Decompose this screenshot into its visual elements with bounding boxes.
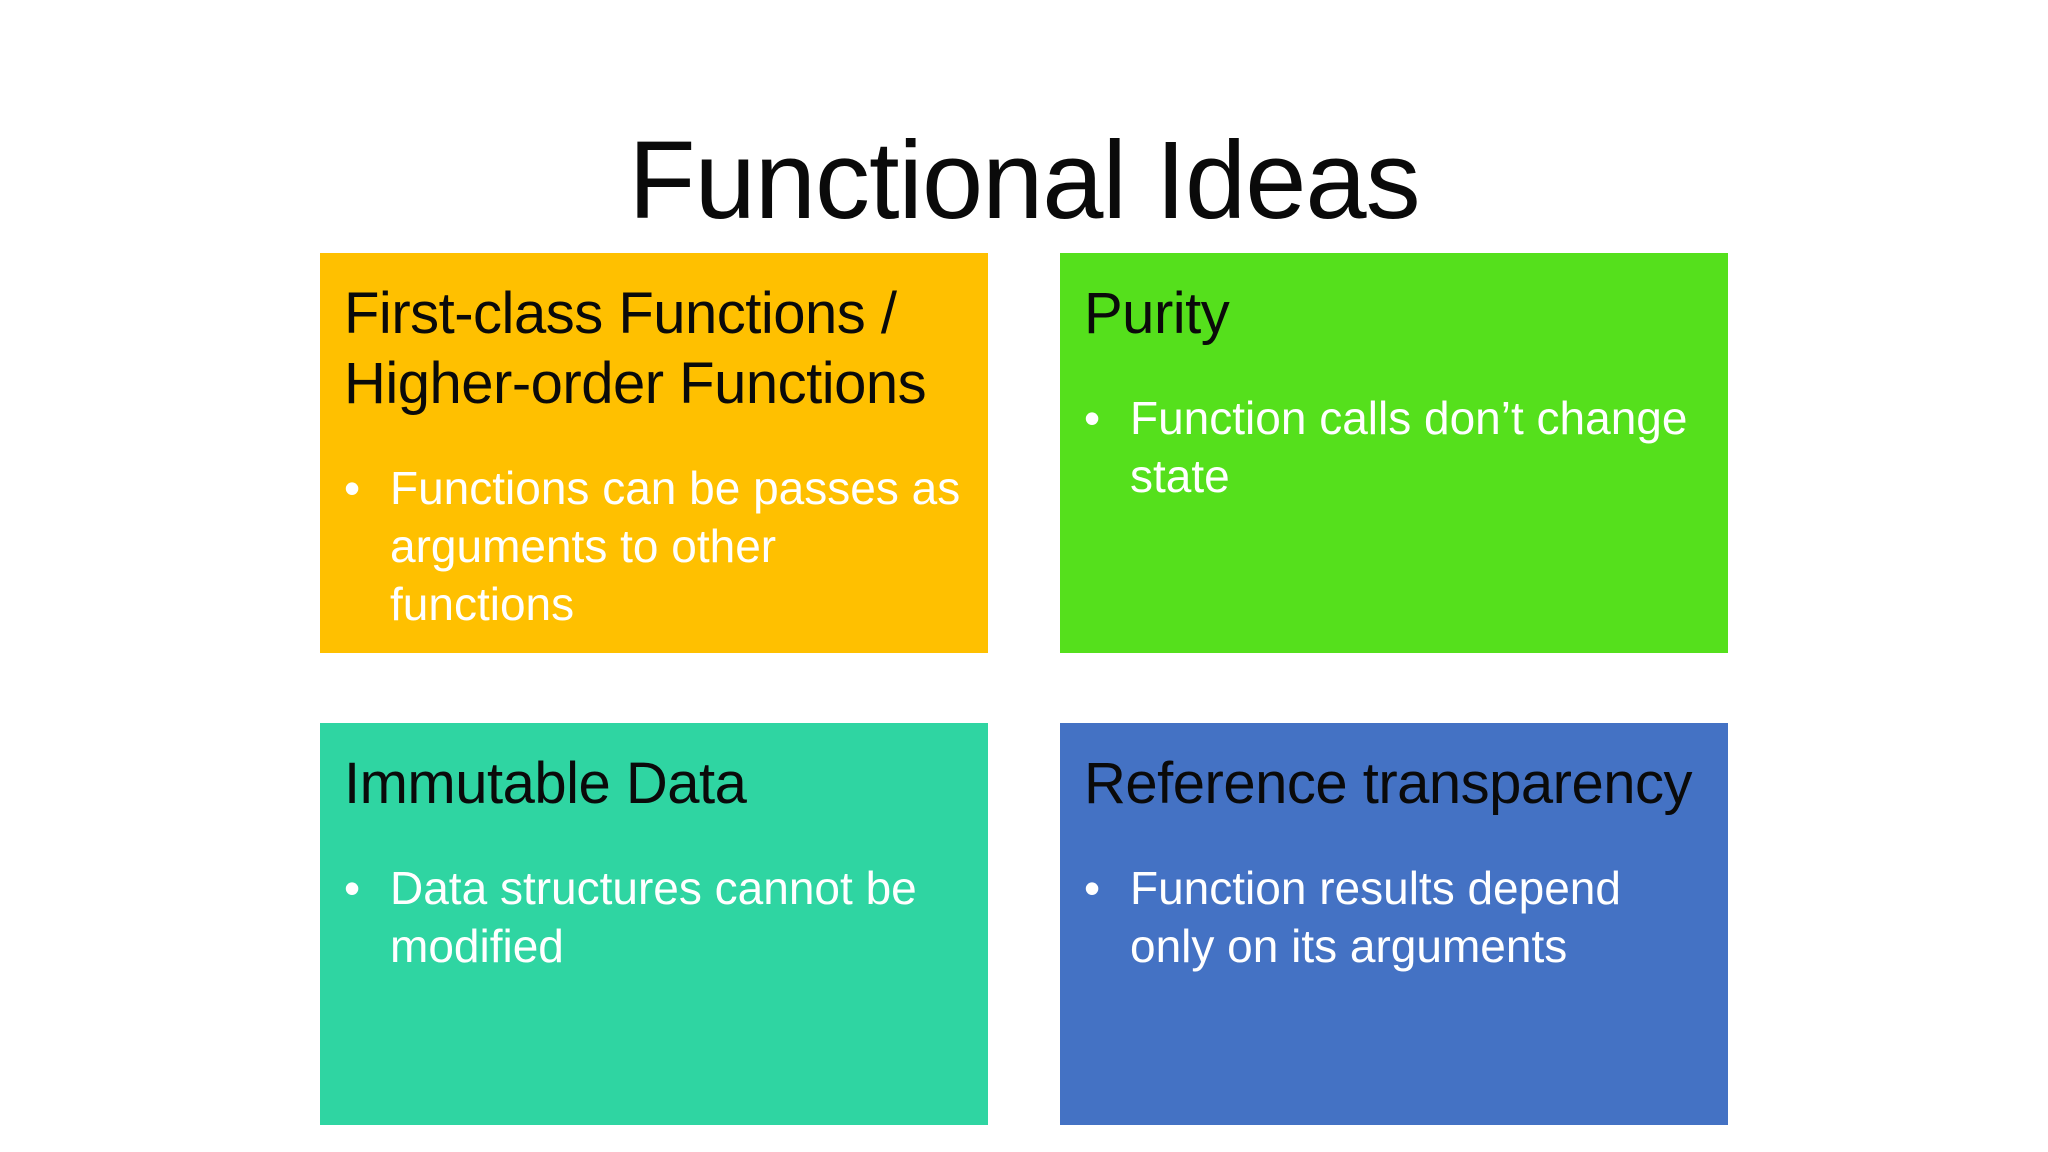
bullet-item: • Function results depend only on its ar… xyxy=(1084,859,1704,975)
card-title: Immutable Data xyxy=(344,751,747,816)
bullet-dot-icon: • xyxy=(1084,392,1101,444)
card-title: Reference transparency xyxy=(1084,751,1693,816)
card-first-class-higher-order-functions: First-class Functions / Higher-order Fun… xyxy=(320,253,988,653)
bullet-item: • Functions can be passes as arguments t… xyxy=(344,459,964,633)
bullet-dot-icon: • xyxy=(1084,862,1101,914)
bullet-dot-icon: • xyxy=(344,462,361,514)
card-immutable-data: Immutable Data • Data structures cannot … xyxy=(320,723,988,1125)
bullet-text: Function results depend only on its argu… xyxy=(1130,862,1621,972)
card-reference-transparency: Reference transparency • Function result… xyxy=(1060,723,1728,1125)
bullet-text: Functions can be passes as arguments to … xyxy=(390,462,961,630)
card-title: First-class Functions / Higher-order Fun… xyxy=(344,281,927,416)
bullet-dot-icon: • xyxy=(344,862,361,914)
card-title: Purity xyxy=(1084,281,1230,346)
bullet-item: • Data structures cannot be modified xyxy=(344,859,964,975)
bullet-text: Data structures cannot be modified xyxy=(390,862,917,972)
bullet-item: • Function calls don’t change state xyxy=(1084,389,1704,505)
page-title: Functional Ideas xyxy=(628,118,1420,242)
card-purity: Purity • Function calls don’t change sta… xyxy=(1060,253,1728,653)
bullet-text: Function calls don’t change state xyxy=(1130,392,1688,502)
